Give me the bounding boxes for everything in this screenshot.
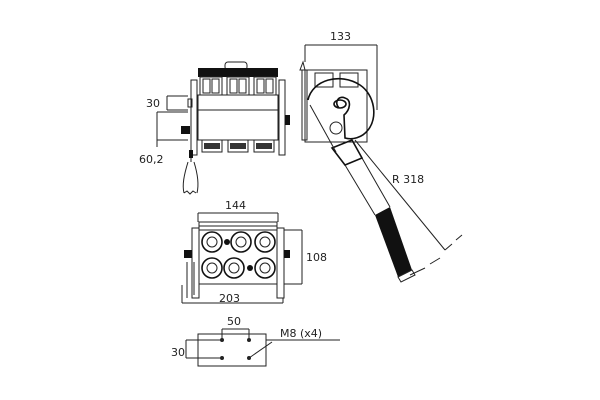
bolt-callout: M8 (x4): [280, 327, 322, 340]
dim-top-108: 108: [306, 251, 327, 264]
dim-front-30: 30: [146, 97, 160, 110]
top-view: 144 108: [181, 199, 327, 305]
dim-top-144: 144: [225, 199, 246, 212]
dim-mount-30: 30: [171, 346, 185, 359]
top-nut-row: [199, 76, 277, 96]
front-view: 30 60,2: [139, 61, 290, 195]
socket-grid: [201, 231, 276, 279]
dim-side-r318: R 318: [392, 173, 424, 186]
bottom-nut-row: [201, 139, 275, 153]
lever-handle: [309, 104, 446, 283]
dim-top-203: 203: [219, 292, 240, 305]
dim-side-133: 133: [330, 30, 351, 43]
side-view: 133 R 318: [299, 30, 463, 283]
dim-front-60-2: 60,2: [139, 153, 164, 166]
mounting-pattern: 50 M8 (x4) 30: [171, 315, 340, 367]
dim-mount-50: 50: [227, 315, 241, 328]
